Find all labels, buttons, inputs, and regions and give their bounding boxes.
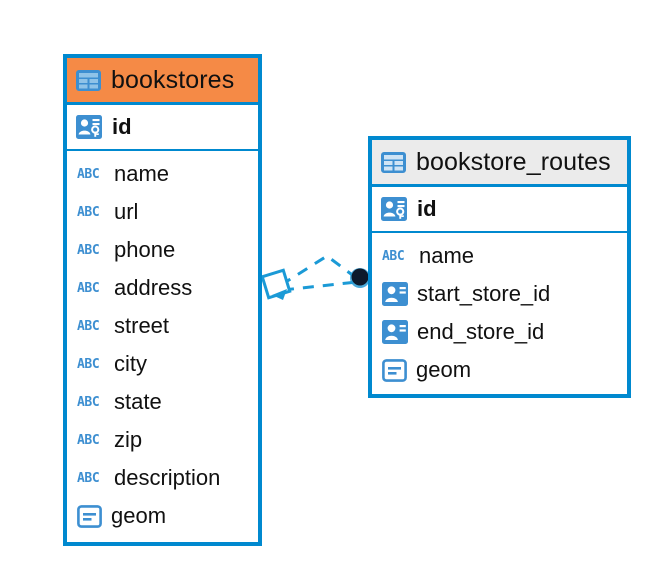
entity-header-bookstores[interactable]: bookstores xyxy=(67,58,258,105)
field-row-id[interactable]: id xyxy=(372,187,627,233)
abc-icon: ABC xyxy=(77,356,100,372)
field-label: id xyxy=(112,114,132,139)
field-row-city[interactable]: ABC city xyxy=(67,345,258,383)
field-label: description xyxy=(114,465,221,490)
entity-title: bookstore_routes xyxy=(416,147,611,176)
field-row-state[interactable]: ABC state xyxy=(67,383,258,421)
abc-icon: ABC xyxy=(77,204,100,220)
field-label: address xyxy=(114,275,193,300)
field-label: street xyxy=(114,313,170,338)
relationship-line-upper xyxy=(280,254,360,287)
field-row-zip[interactable]: ABC zip xyxy=(67,421,258,459)
field-label: name xyxy=(419,243,475,268)
table-icon xyxy=(381,151,406,173)
abc-icon: ABC xyxy=(77,242,100,258)
geometry-icon xyxy=(382,358,407,382)
field-row-description[interactable]: ABC description xyxy=(67,459,258,497)
diamond-endpoint-icon xyxy=(260,268,292,300)
abc-icon: ABC xyxy=(77,432,100,448)
entity-title: bookstores xyxy=(111,65,235,94)
foreign-key-icon xyxy=(382,320,408,344)
field-row-id[interactable]: id xyxy=(67,105,258,151)
relationship-line-lower xyxy=(282,280,358,292)
field-label: name xyxy=(114,161,170,186)
entity-header-bookstore-routes[interactable]: bookstore_routes xyxy=(372,140,627,187)
abc-icon: ABC xyxy=(77,394,100,410)
field-row-phone[interactable]: ABC phone xyxy=(67,231,258,269)
field-row-geom[interactable]: geom xyxy=(67,497,258,535)
field-row-name[interactable]: ABC name xyxy=(67,155,258,193)
abc-icon: ABC xyxy=(77,470,100,486)
field-label: url xyxy=(114,199,139,224)
field-label: start_store_id xyxy=(417,281,551,306)
field-label: zip xyxy=(114,427,143,452)
field-label: state xyxy=(114,389,162,414)
circle-endpoint-icon xyxy=(350,268,370,288)
primary-key-icon xyxy=(381,197,407,221)
table-icon xyxy=(76,69,101,91)
abc-icon: ABC xyxy=(77,280,100,296)
field-label: city xyxy=(114,351,147,376)
entity-bookstore-routes[interactable]: bookstore_routes id ABC name start_store_i… xyxy=(368,136,631,398)
field-row-url[interactable]: ABC url xyxy=(67,193,258,231)
abc-icon: ABC xyxy=(77,166,100,182)
field-label: id xyxy=(417,196,437,221)
abc-icon: ABC xyxy=(77,318,100,334)
field-row-street[interactable]: ABC street xyxy=(67,307,258,345)
primary-key-icon xyxy=(76,115,102,139)
field-label: geom xyxy=(111,503,167,528)
field-label: end_store_id xyxy=(417,319,545,344)
geometry-icon xyxy=(77,504,102,528)
field-row-address[interactable]: ABC address xyxy=(67,269,258,307)
field-row-name[interactable]: ABC name xyxy=(372,237,627,275)
field-label: geom xyxy=(416,357,472,382)
foreign-key-icon xyxy=(382,282,408,306)
field-label: phone xyxy=(114,237,176,262)
field-row-end-store-id[interactable]: end_store_id xyxy=(372,313,627,351)
field-row-geom[interactable]: geom xyxy=(372,351,627,389)
abc-icon: ABC xyxy=(382,248,405,264)
field-row-start-store-id[interactable]: start_store_id xyxy=(372,275,627,313)
